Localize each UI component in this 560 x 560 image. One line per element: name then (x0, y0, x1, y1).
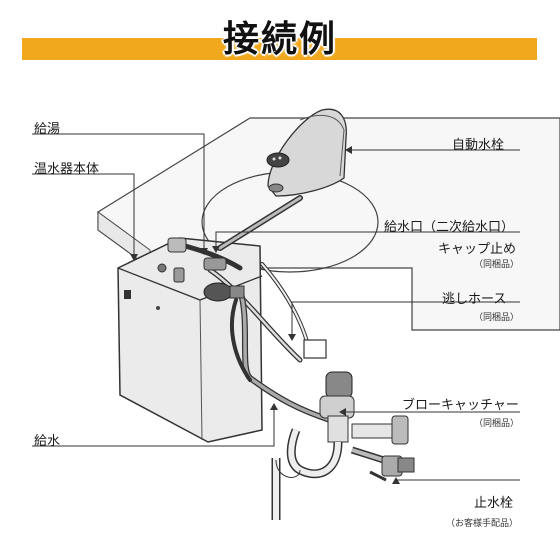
label-water-heater: 温水器本体 (34, 162, 100, 177)
label-relief-hose: 逃しホース (442, 292, 507, 307)
page-title: 接続例 (222, 19, 337, 60)
label-water-inlet: 給水口（二次給水口） (384, 220, 515, 235)
drain-assembly (271, 339, 409, 520)
inlet-fittings (167, 237, 245, 302)
label-stop-valve: 止水栓 (474, 496, 514, 511)
label-blow-catcher-note: （同梱品） (474, 419, 520, 429)
stop-valve (369, 455, 415, 482)
label-automatic-faucet: 自動水栓 (452, 138, 505, 153)
label-relief-hose-note: （同梱品） (474, 313, 520, 323)
label-stop-valve-note: （お客様手配品） (446, 519, 519, 529)
leader-lines (32, 133, 520, 484)
label-kyuto: 給湯 (34, 122, 61, 137)
title-bar (22, 38, 537, 60)
label-cap: キャップ止め (438, 242, 517, 257)
label-blow-catcher: ブローキャッチャー (402, 398, 519, 413)
label-kyusui: 給水 (34, 434, 61, 449)
label-cap-note: （同梱品） (474, 260, 520, 270)
automatic-faucet (266, 108, 347, 197)
